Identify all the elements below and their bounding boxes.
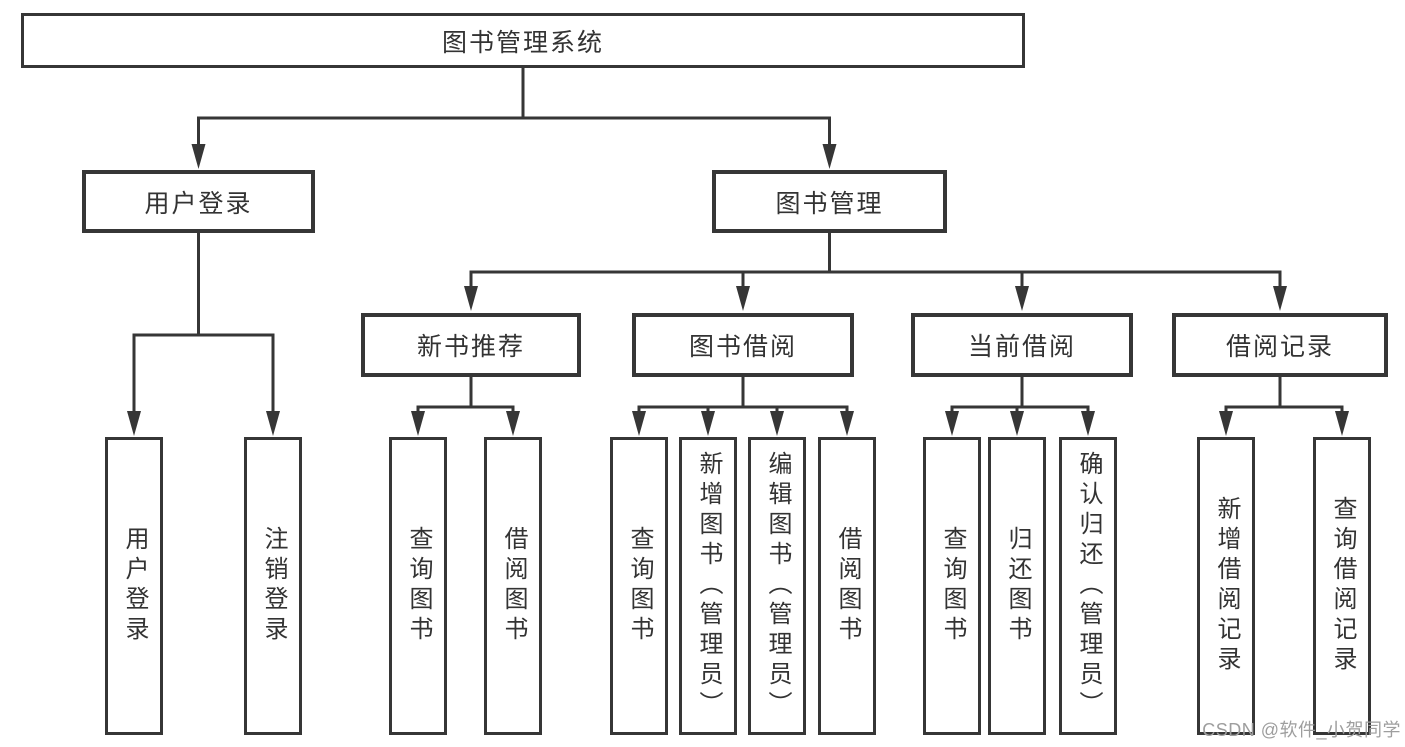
leaf-label: 查询图书 <box>626 526 653 646</box>
leaf-label: 新增借阅记录 <box>1213 496 1240 676</box>
leaf-label: 借阅图书 <box>500 526 527 646</box>
leaf-current-return-books: 归还图书 <box>988 437 1046 735</box>
arrowhead <box>840 411 854 436</box>
connector-book-borrowing-children <box>632 377 854 436</box>
arrowhead <box>1010 411 1024 436</box>
leaf-label: 新增图书（管理员） <box>695 451 722 721</box>
arrowhead <box>701 411 715 436</box>
leaf-label: 查询图书 <box>939 526 966 646</box>
leaf-label: 用户登录 <box>121 526 148 646</box>
leaf-label: 确认归还（管理员） <box>1075 451 1102 721</box>
arrowhead <box>822 144 837 169</box>
leaf-current-confirm-return-admin: 确认归还（管理员） <box>1059 437 1117 735</box>
arrowhead <box>1081 411 1095 436</box>
leaf-label: 归还图书 <box>1004 526 1031 646</box>
arrowhead <box>1273 286 1287 311</box>
connector-borrowing-records-children <box>1219 377 1349 436</box>
leaf-borrowing-add-books-admin: 新增图书（管理员） <box>679 437 737 735</box>
arrowhead <box>266 411 280 436</box>
leaf-current-query-books: 查询图书 <box>923 437 981 735</box>
arrowhead <box>127 411 141 436</box>
leaf-newbook-borrow-books: 借阅图书 <box>484 437 542 735</box>
node-book-management: 图书管理 <box>712 170 947 233</box>
arrowhead <box>1335 411 1349 436</box>
arrowhead <box>506 411 520 436</box>
arrowhead <box>464 286 478 311</box>
leaf-label: 编辑图书（管理员） <box>764 451 791 721</box>
node-library-system: 图书管理系统 <box>21 13 1025 68</box>
arrowhead <box>411 411 425 436</box>
arrowhead <box>945 411 959 436</box>
leaf-records-add-borrow-record: 新增借阅记录 <box>1197 437 1255 735</box>
leaf-label: 查询图书 <box>405 526 432 646</box>
leaf-newbook-query-books: 查询图书 <box>389 437 447 735</box>
arrowhead <box>736 286 750 311</box>
leaf-label: 查询借阅记录 <box>1329 496 1356 676</box>
arrowhead <box>1219 411 1233 436</box>
arrowhead <box>191 144 206 169</box>
node-borrowing-records: 借阅记录 <box>1172 313 1388 377</box>
connector-new-book-recommendation-children <box>411 377 520 436</box>
arrowhead <box>632 411 646 436</box>
leaf-user-login: 用户登录 <box>105 437 163 735</box>
watermark: CSDN @软件_小贺同学 <box>1202 720 1401 740</box>
leaf-borrowing-edit-books-admin: 编辑图书（管理员） <box>748 437 806 735</box>
leaf-borrowing-borrow-books: 借阅图书 <box>818 437 876 735</box>
leaf-records-query-borrow-record: 查询借阅记录 <box>1313 437 1371 735</box>
arrowhead <box>1015 286 1029 311</box>
connector-root-to-level1 <box>191 68 837 169</box>
connector-book-management-children <box>464 233 1287 311</box>
leaf-label: 借阅图书 <box>834 526 861 646</box>
connector-current-borrowing-children <box>945 377 1095 436</box>
leaf-label: 注销登录 <box>260 526 287 646</box>
node-book-borrowing: 图书借阅 <box>632 313 854 377</box>
leaf-borrowing-query-books: 查询图书 <box>610 437 668 735</box>
connector-user-login-children <box>127 233 280 436</box>
node-current-borrowing: 当前借阅 <box>911 313 1133 377</box>
node-new-book-recommendation: 新书推荐 <box>361 313 581 377</box>
leaf-logout-login: 注销登录 <box>244 437 302 735</box>
node-user-login: 用户登录 <box>82 170 315 233</box>
arrowhead <box>770 411 784 436</box>
